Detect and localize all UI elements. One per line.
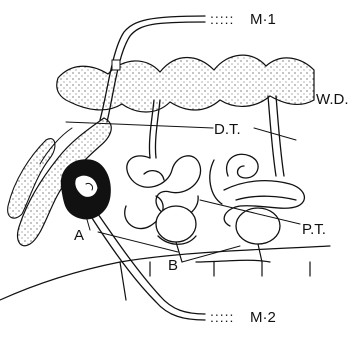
- label-b: B: [168, 257, 178, 274]
- wolffian-duct: [57, 55, 314, 112]
- tubule-cluster-middle: [125, 100, 201, 244]
- label-m2: M·2: [250, 309, 276, 326]
- bottom-vessels: [0, 242, 330, 300]
- label-wd: W.D.: [316, 91, 349, 108]
- label-pt: P.T.: [302, 221, 326, 238]
- label-a: A: [74, 227, 84, 244]
- leader-dots-m1: :::::: [210, 11, 234, 27]
- label-dt: D.T.: [214, 121, 241, 138]
- leader-dots-m2: :::::: [210, 309, 234, 325]
- duct-segment: [112, 60, 120, 70]
- label-m1: M·1: [250, 11, 276, 28]
